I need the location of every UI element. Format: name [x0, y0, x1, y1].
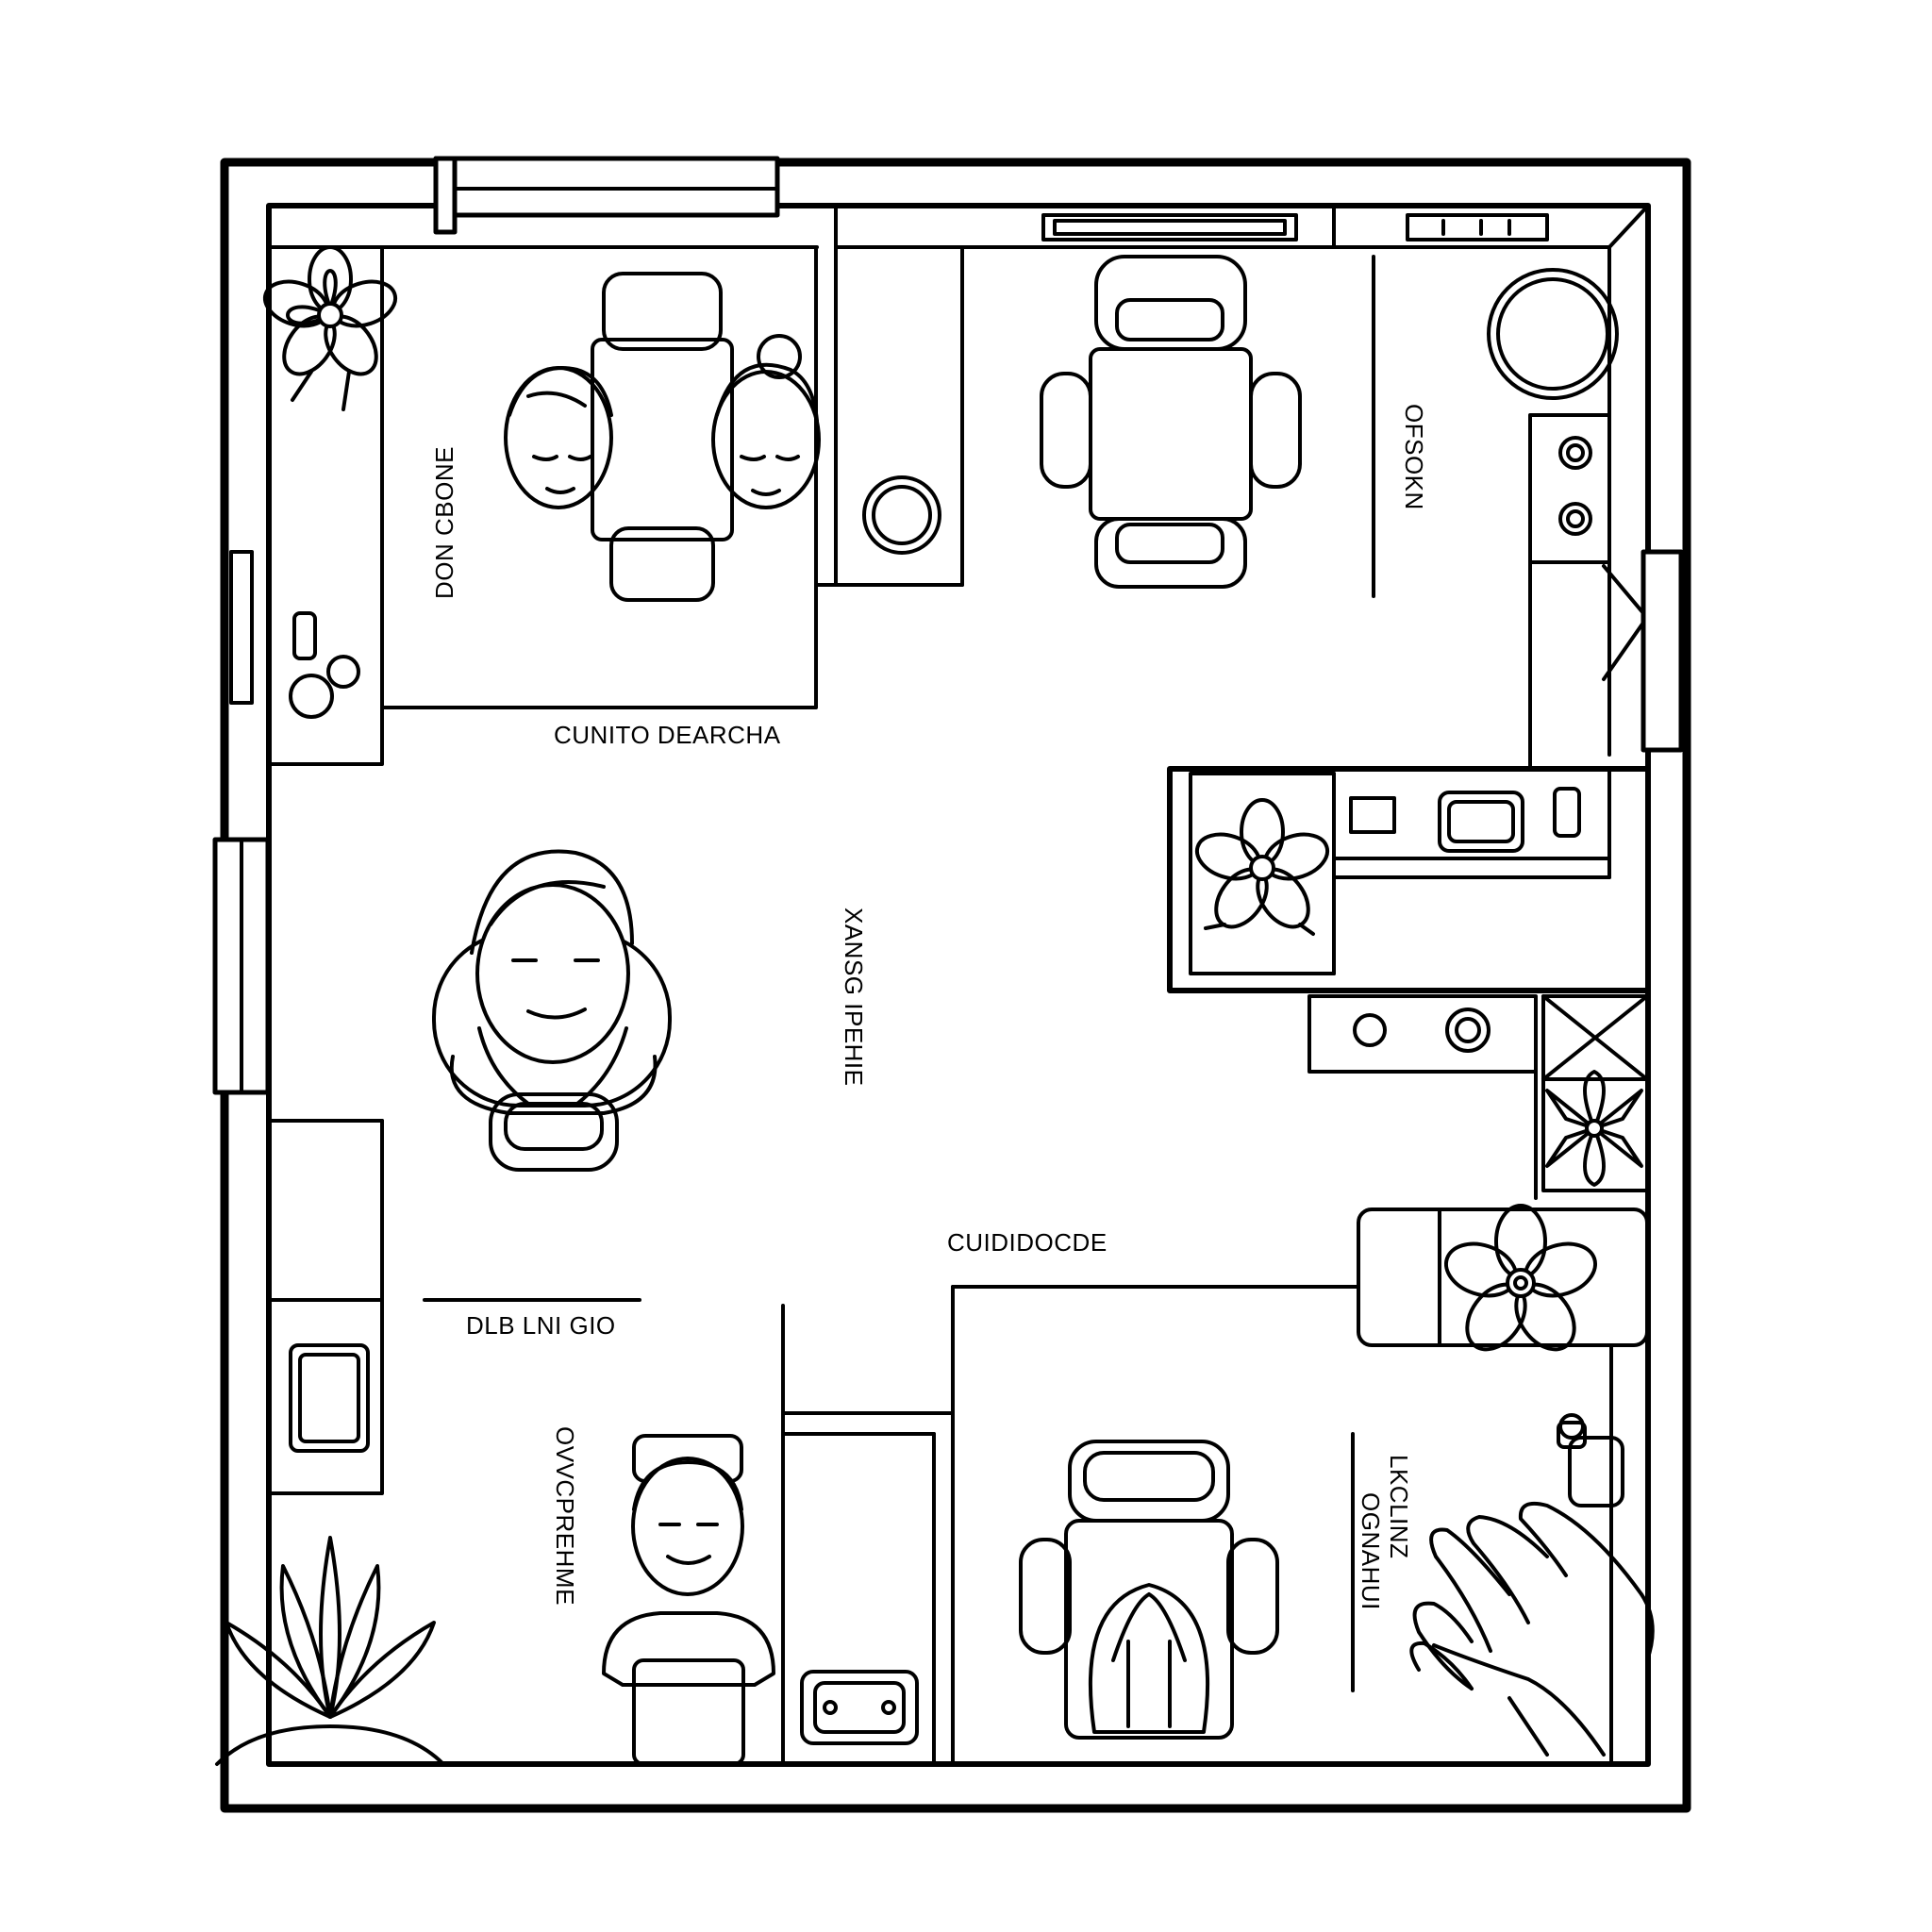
bottle-icon — [1557, 1413, 1624, 1507]
room-label-bottom-right-a: OGNAHUI — [1357, 1492, 1385, 1610]
sink-icon — [289, 1343, 370, 1453]
left-wall-panel — [229, 550, 254, 705]
washer-icon — [862, 475, 941, 555]
room-label-top-left: DON CBONE — [430, 446, 458, 599]
room-label-lower-right: CUIDIDOCDE — [947, 1228, 1108, 1257]
window-top — [433, 156, 780, 235]
round-table-icon — [1487, 268, 1619, 400]
person-icon — [504, 366, 613, 509]
room-label-top-right: OFSOKN — [1400, 404, 1428, 510]
sink-icon — [1438, 791, 1524, 853]
room-top-left — [267, 245, 821, 766]
person-icon — [602, 1434, 775, 1766]
flower-icon — [1443, 1204, 1598, 1352]
room-top-middle — [815, 204, 1611, 598]
room-lower-right — [951, 1208, 1655, 1766]
salon-chair — [1019, 1440, 1279, 1740]
door-right — [1602, 549, 1684, 753]
salon-chair — [432, 849, 672, 1172]
flower-icon — [1194, 798, 1330, 936]
person-icon — [711, 334, 821, 509]
stove-icon — [1528, 413, 1611, 564]
room-lower-left — [267, 1119, 955, 1766]
room-label-corridor: CUNITO DEARCHA — [554, 721, 781, 749]
room-label-bottom-right-b: LKCLINZ — [1385, 1455, 1413, 1559]
room-label-lower-left: OVVCPREHME — [551, 1426, 579, 1606]
hand-icon — [1409, 1501, 1655, 1757]
window-left — [212, 837, 271, 1095]
outer-walls — [220, 158, 1691, 1813]
flower-icon — [1545, 1070, 1643, 1187]
person-icon — [449, 849, 658, 1115]
room-right-middle — [1307, 994, 1649, 1200]
room-label-center: XANSG IPEHIE — [840, 908, 868, 1087]
room-top-right — [1406, 204, 1650, 771]
room-label-lower-left-counter: DLB LNI GIO — [466, 1311, 616, 1340]
room-right-kitchen — [1167, 766, 1651, 993]
flower-icon — [215, 1536, 445, 1766]
flower-icon — [262, 245, 398, 411]
